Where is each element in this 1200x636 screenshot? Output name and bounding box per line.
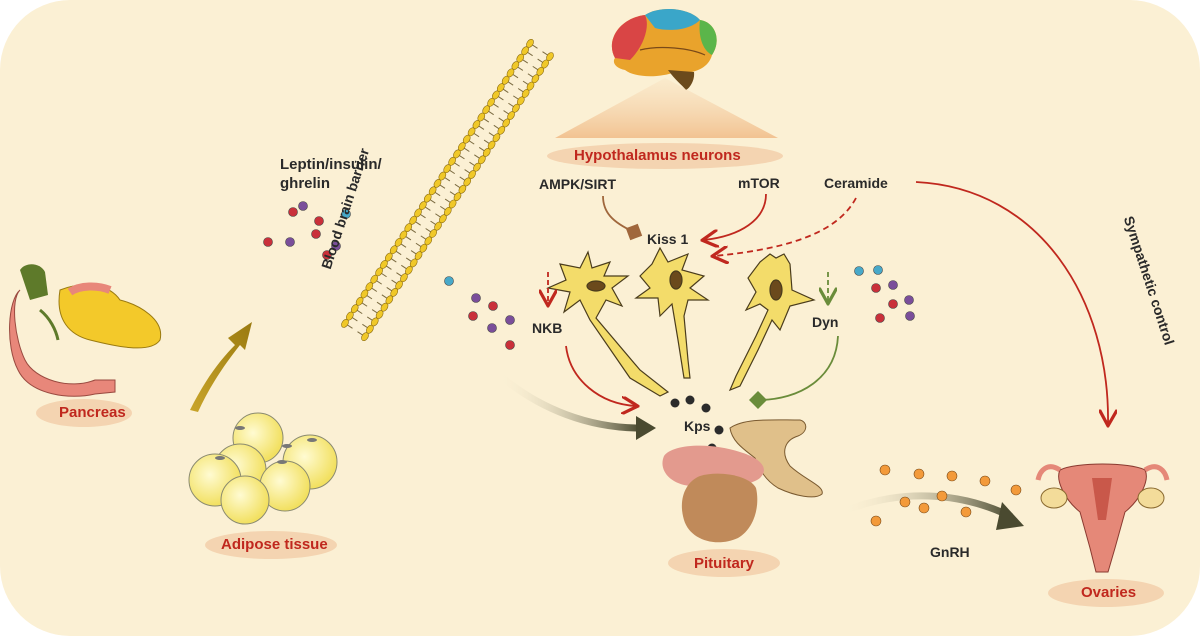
ampk-inhibit-arrow — [602, 195, 643, 241]
blood-brain-barrier — [341, 38, 554, 342]
gnrh-label: GnRH — [930, 544, 970, 560]
pituitary-label-bg — [668, 549, 780, 577]
gold-arrow — [190, 322, 252, 412]
dyn-neuron — [728, 253, 816, 392]
pancreas-icon — [9, 264, 162, 397]
signal-arrowhead-pituitary — [636, 416, 656, 440]
hypothalamus-label: Hypothalamus neurons — [574, 147, 741, 164]
pituitary-icon — [662, 419, 823, 543]
ovaries-label-bg — [1048, 579, 1164, 607]
kiss-label: Kiss 1 — [647, 231, 689, 247]
lipid-head — [526, 38, 534, 48]
hormones-label: Leptin/insulin/ ghrelin — [280, 156, 382, 192]
nkb-kps-arrow — [565, 345, 636, 406]
hormone-dots-inner — [444, 276, 515, 350]
pancreas-label: Pancreas — [59, 404, 126, 421]
hormone-dots-left — [263, 201, 351, 260]
adipose-label: Adipose tissue — [221, 536, 328, 553]
pancreas-label-bg — [36, 399, 132, 427]
hormone-dots-right — [854, 265, 915, 323]
ampk-label: AMPK/SIRT — [539, 176, 616, 192]
adipose-cells-icon — [188, 412, 338, 525]
kiss-neuron-1 — [545, 250, 670, 397]
brain-icon — [611, 8, 717, 90]
signal-arrow-pituitary — [494, 370, 644, 432]
lipid-head — [546, 52, 554, 62]
dyn-inhibit-arrow — [749, 335, 839, 409]
gnrh-arrowhead — [996, 502, 1024, 530]
gnrh-dots — [870, 464, 1022, 527]
mtor-label: mTOR — [738, 175, 780, 191]
pituitary-label: Pituitary — [694, 555, 755, 572]
nkb-label: NKB — [532, 320, 563, 336]
dyn-label: Dyn — [812, 314, 839, 330]
sympathetic-arrow — [915, 181, 1108, 424]
ceramide-dashed-arrow — [714, 197, 857, 256]
hypothalamus-cone — [555, 78, 778, 138]
kiss-neuron-2 — [634, 246, 710, 379]
ovaries-icon — [1035, 463, 1170, 573]
gnrh-arrow — [838, 492, 1014, 520]
ceramide-label: Ceramide — [824, 175, 888, 191]
ovaries-label: Ovaries — [1081, 584, 1137, 601]
adipose-label-bg — [205, 531, 337, 559]
kps-label: Kps — [684, 418, 711, 434]
hypothalamus-label-bg — [547, 143, 783, 169]
mtor-arrow — [704, 193, 767, 240]
